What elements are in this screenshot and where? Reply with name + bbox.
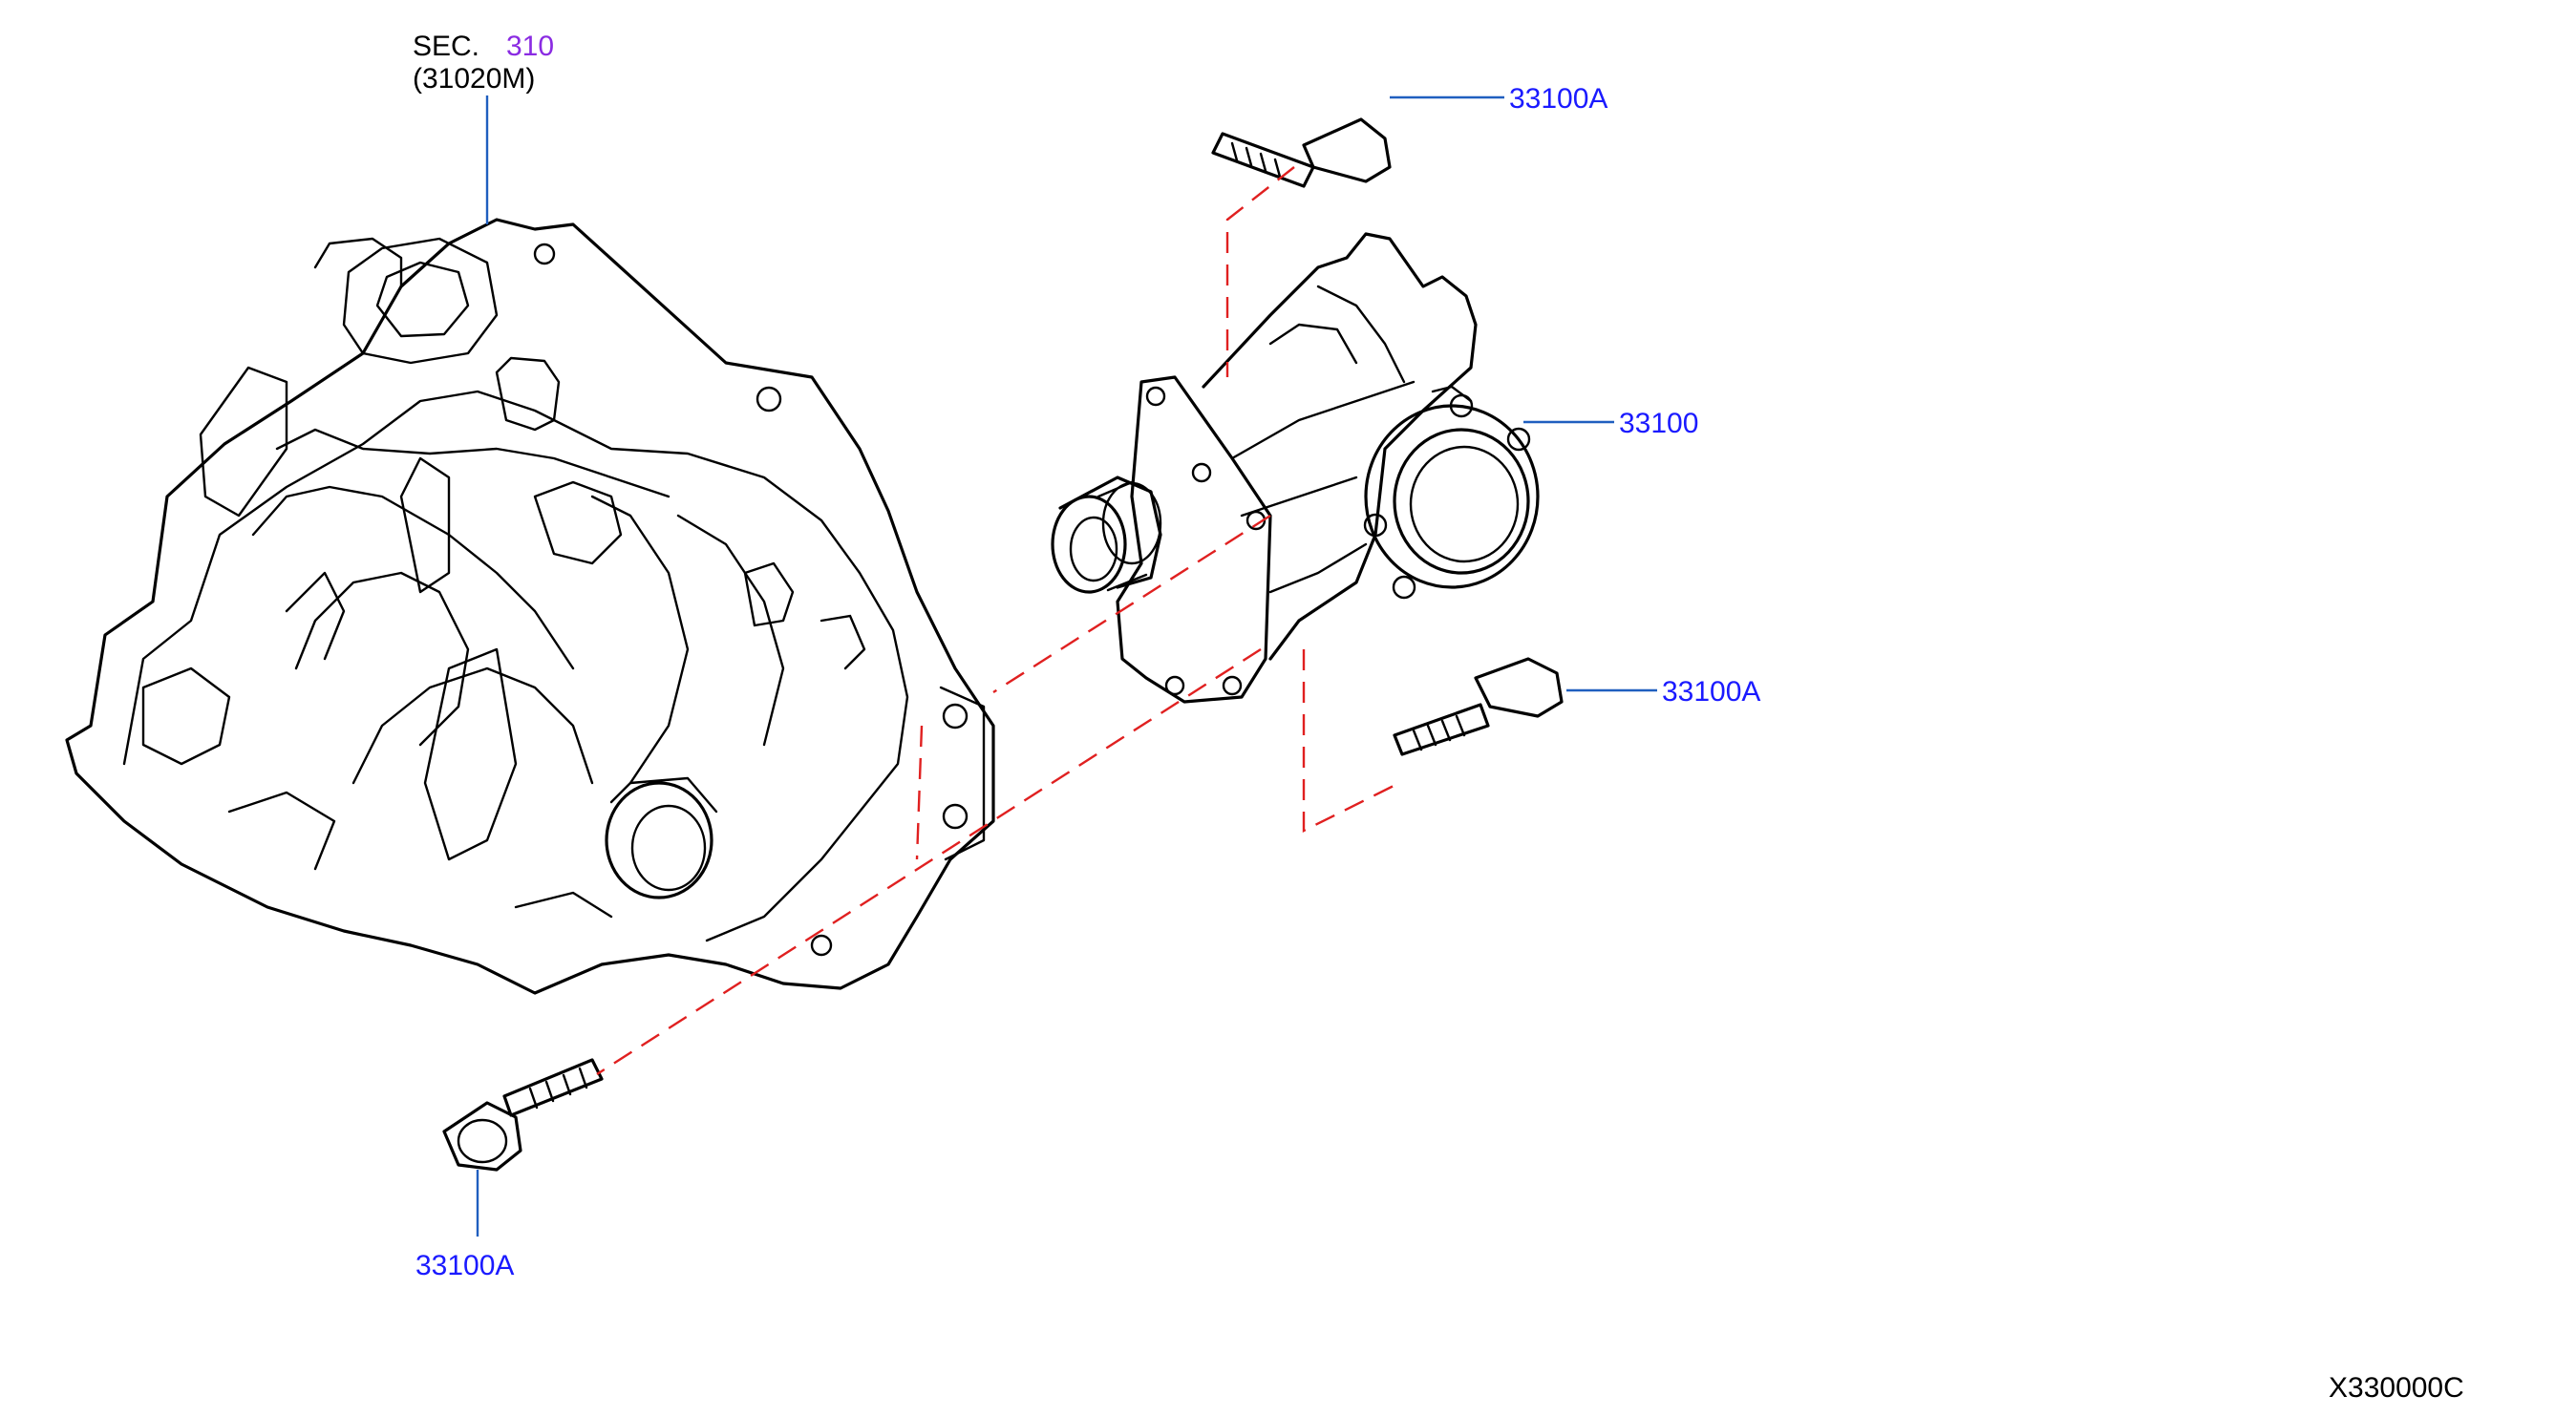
section-prefix-label: SEC.: [413, 31, 479, 62]
part-number-bolt-right[interactable]: 33100A: [1662, 676, 1760, 708]
transfer-housing-icon: [1051, 232, 1540, 704]
bolt-icon: [442, 117, 1564, 1172]
section-number-link[interactable]: 310: [506, 31, 554, 62]
alignment-lines: [596, 166, 1400, 1076]
bolt-right-icon: [1393, 657, 1564, 756]
part-number-bolt-top[interactable]: 33100A: [1509, 83, 1607, 115]
part-number-housing[interactable]: 33100: [1619, 408, 1698, 439]
transmission-case-icon: [65, 218, 995, 995]
section-subcode-label: (31020M): [413, 63, 535, 95]
part-number-bolt-bottom[interactable]: 33100A: [415, 1250, 514, 1281]
diagram-code-label: X330000C: [2329, 1372, 2464, 1404]
bolt-top-icon: [1211, 117, 1392, 188]
bolt-bottom-icon: [442, 1058, 604, 1172]
leader-lines: [476, 95, 1657, 1237]
